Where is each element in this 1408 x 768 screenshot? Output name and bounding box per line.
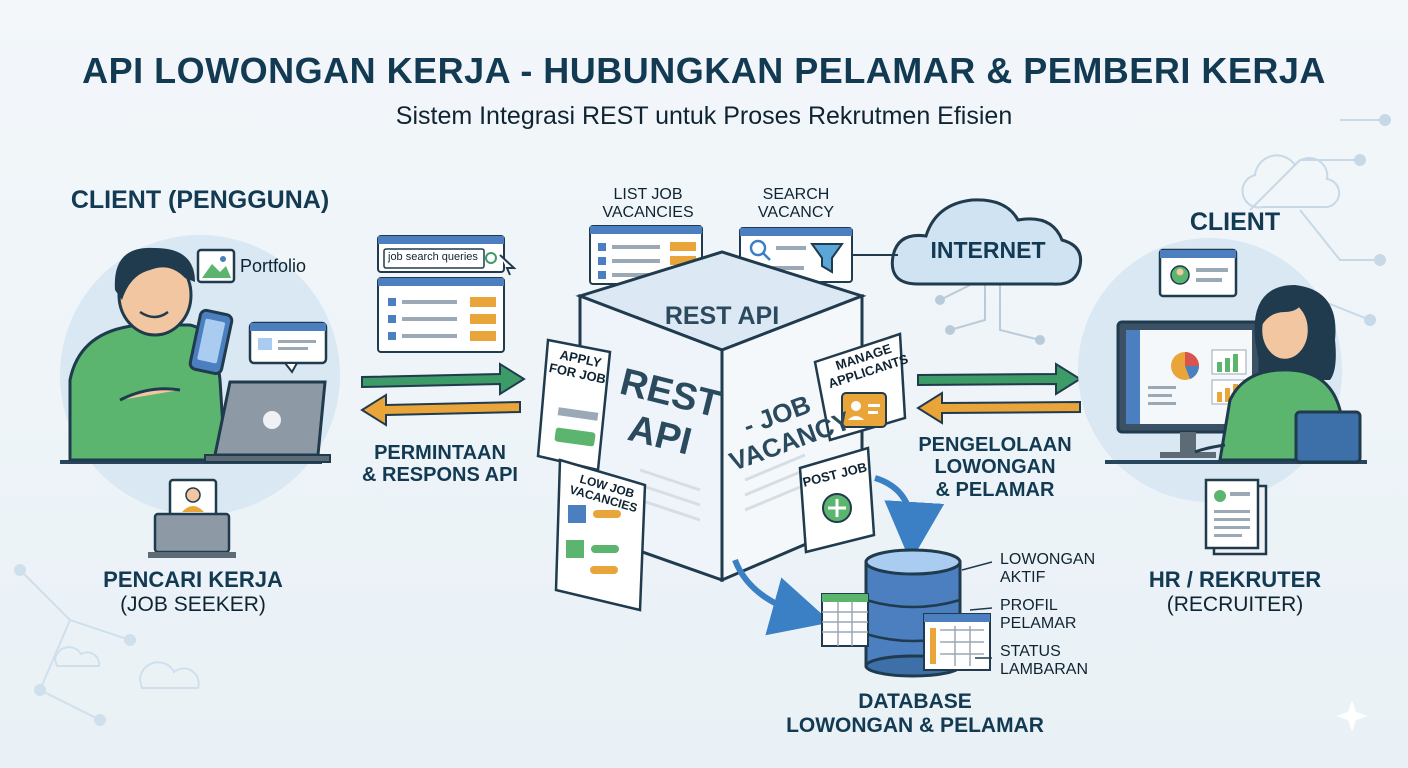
db-item-3-line-2: LAMBARAN xyxy=(1000,661,1089,679)
right-flow-label-line-1: PENGELOLAAN xyxy=(918,434,1072,456)
api-to-database-arrow xyxy=(732,558,832,636)
db-item-active-vacancies: LOWONGAN AKTIF xyxy=(1000,551,1095,588)
db-item-3-line-1: STATUS xyxy=(1000,643,1061,660)
db-item-2-line-1: PROFIL xyxy=(1000,597,1058,614)
sparkle-icon xyxy=(1336,700,1368,732)
database-label: DATABASE LOWONGAN & PELAMAR xyxy=(770,690,1060,737)
diagram-title: API LOWONGAN KERJA - HUBUNGKAN PELAMAR &… xyxy=(82,50,1326,91)
portfolio-image-icon xyxy=(196,248,236,284)
left-request-response-arrows xyxy=(360,362,526,427)
job-seeker-role-line-2: (JOB SEEKER) xyxy=(120,592,266,616)
post-to-database-arrow xyxy=(874,475,945,562)
job-seeker-role-label: PENCARI KERJA (JOB SEEKER) xyxy=(70,567,316,616)
filter-icon xyxy=(810,243,844,274)
low-job-vacancies-card xyxy=(554,458,647,612)
apply-for-job-card xyxy=(536,338,612,472)
right-client-label: CLIENT xyxy=(1189,208,1281,236)
db-item-applicant-profiles: PROFIL PELAMAR xyxy=(1000,597,1076,634)
right-flow-label: PENGELOLAAN LOWONGAN & PELAMAR xyxy=(910,434,1080,501)
post-job-card xyxy=(798,446,876,554)
database-label-line-1: DATABASE xyxy=(858,690,972,713)
cloud-icon xyxy=(890,198,1083,286)
rest-api-top-face-label: REST API xyxy=(664,302,780,330)
db-item-1-line-1: LOWONGAN xyxy=(1000,551,1096,568)
profile-card-icon xyxy=(1158,248,1238,298)
list-job-vacancies-label: LIST JOB VACANCIES xyxy=(586,186,710,222)
small-laptop-user-icon xyxy=(148,478,236,558)
job-seeker-illustration xyxy=(60,235,340,558)
db-item-2-line-2: PELAMAR xyxy=(1000,615,1077,633)
job-seeker-role-line-1: PENCARI KERJA xyxy=(103,567,283,592)
search-vacancy-line-1: SEARCH xyxy=(762,186,830,203)
db-item-1-line-2: AKTIF xyxy=(1000,569,1046,587)
chat-bubble-icon xyxy=(248,321,328,374)
search-query-panel xyxy=(377,235,517,353)
left-flow-label: PERMINTAAN & RESPONS API xyxy=(340,442,540,487)
recruiter-role-line-2: (RECRUITER) xyxy=(1166,592,1304,616)
left-client-label: CLIENT (PENGGUNA) xyxy=(70,186,330,214)
recruiter-role-label: HR / REKRUTER (RECRUITER) xyxy=(1130,567,1340,616)
left-flow-label-line-2: & RESPONS API xyxy=(362,464,518,487)
phone-icon xyxy=(188,308,234,376)
internet-label: INTERNET xyxy=(930,237,1046,263)
list-job-vacancies-line-2: VACANCIES xyxy=(602,203,694,221)
db-item-application-status: STATUS LAMBARAN xyxy=(1000,643,1088,680)
right-flow-label-line-3: & PELAMAR xyxy=(935,478,1055,501)
network-decoration-left xyxy=(14,564,200,726)
portfolio-label: Portfolio xyxy=(240,256,307,276)
laptop-icon xyxy=(204,380,331,463)
recruiter-illustration xyxy=(1078,238,1367,556)
right-management-arrows xyxy=(916,362,1082,425)
search-vacancy-line-2: VACANCY xyxy=(757,203,835,221)
search-icon xyxy=(749,239,767,257)
database-label-line-2: LOWONGAN & PELAMAR xyxy=(786,713,1044,737)
network-decoration-center xyxy=(935,284,1045,345)
list-job-vacancies-line-1: LIST JOB xyxy=(613,186,683,203)
manage-applicants-card xyxy=(813,332,907,442)
search-vacancy-label: SEARCH VACANCY xyxy=(740,186,852,222)
search-query-text: job search queries xyxy=(388,251,478,263)
recruiter-role-line-1: HR / REKRUTER xyxy=(1148,567,1322,592)
right-flow-label-line-2: LOWONGAN xyxy=(934,456,1056,479)
diagram-subtitle: Sistem Integrasi REST untuk Proses Rekru… xyxy=(395,102,1013,130)
search-icon xyxy=(485,252,497,264)
database-icon xyxy=(821,548,993,678)
left-flow-label-line-1: PERMINTAAN xyxy=(374,442,506,464)
document-icon xyxy=(1204,478,1268,556)
